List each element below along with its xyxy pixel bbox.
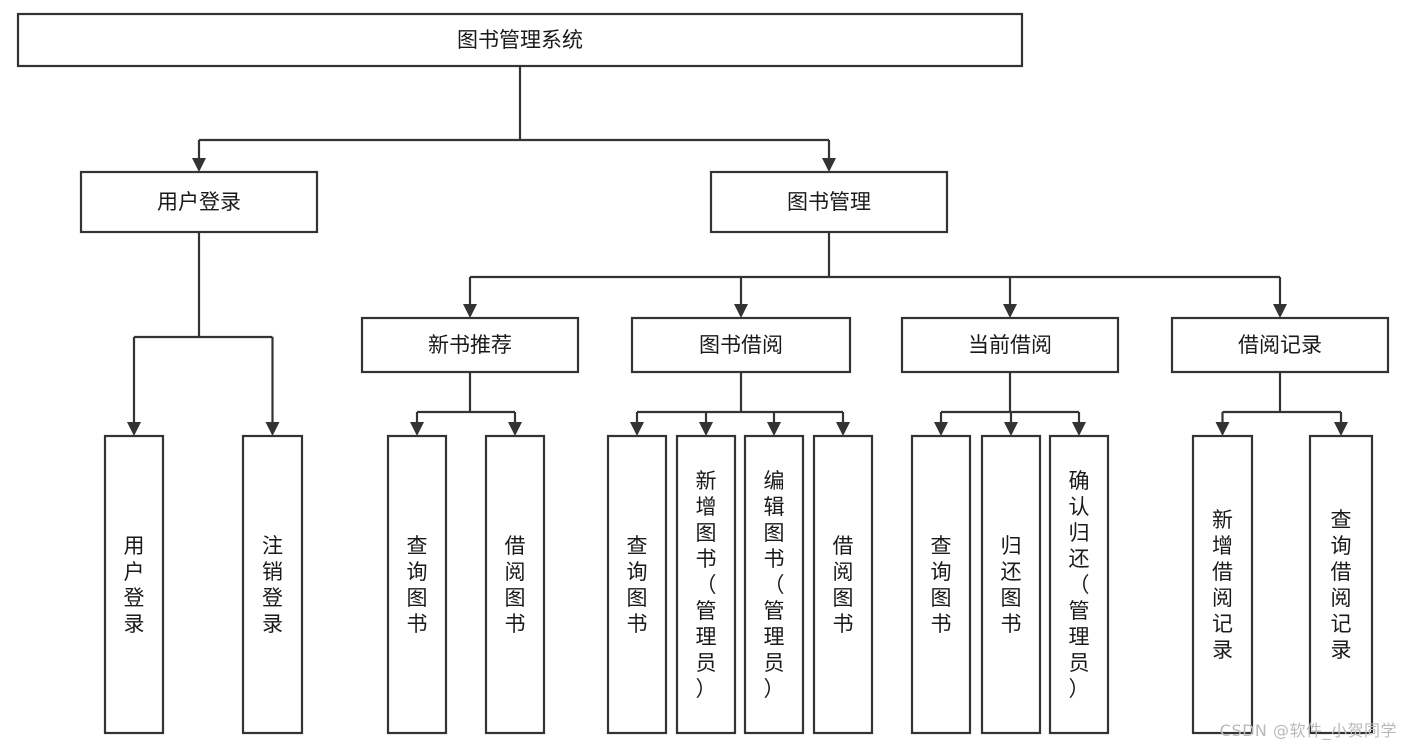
level2-label: 图书管理 — [787, 190, 871, 214]
leaf-node[interactable]: 注销登录 — [241, 434, 304, 735]
leaf-label: 归还图书 — [1001, 534, 1022, 636]
leaf-box[interactable] — [103, 434, 165, 735]
leaf-box[interactable] — [386, 434, 448, 735]
leaf-label: 编辑图书（管理员） — [764, 469, 785, 701]
leaf-box[interactable] — [1308, 434, 1374, 735]
arrow-head-icon — [1215, 422, 1230, 436]
nodes-layer: 图书管理系统用户登录图书管理新书推荐图书借阅当前借阅借阅记录用户登录注销登录查询… — [16, 12, 1390, 735]
leaf-node[interactable]: 查询图书 — [910, 434, 972, 735]
leaf-node[interactable]: 借阅图书 — [812, 434, 874, 735]
level2-box[interactable] — [709, 170, 949, 234]
leaf-node[interactable]: 查询图书 — [386, 434, 448, 735]
leaf-node[interactable]: 新增借阅记录 — [1191, 434, 1254, 735]
level3-label: 图书借阅 — [699, 333, 783, 357]
leaf-box[interactable] — [606, 434, 668, 735]
arrow-head-icon — [734, 304, 748, 318]
leaf-label: 用户登录 — [124, 534, 145, 636]
connectors-layer — [127, 66, 1348, 436]
leaf-label: 新增图书（管理员） — [696, 469, 717, 701]
leaf-node[interactable]: 查询图书 — [606, 434, 668, 735]
leaf-node[interactable]: 查询借阅记录 — [1308, 434, 1374, 735]
level3-node[interactable]: 图书借阅 — [630, 316, 852, 374]
level3-node[interactable]: 当前借阅 — [900, 316, 1120, 374]
arrow-head-icon — [127, 422, 141, 436]
leaf-label: 新增借阅记录 — [1212, 508, 1233, 662]
leaf-label: 注销登录 — [262, 534, 283, 636]
level2-node[interactable]: 用户登录 — [79, 170, 319, 234]
arrow-head-icon — [767, 422, 781, 436]
level3-box[interactable] — [360, 316, 580, 374]
arrow-head-icon — [1273, 304, 1287, 318]
level2-label: 用户登录 — [157, 190, 241, 214]
leaf-box[interactable] — [980, 434, 1042, 735]
leaf-node[interactable]: 编辑图书（管理员） — [743, 434, 805, 735]
leaf-node[interactable]: 用户登录 — [103, 434, 165, 735]
leaf-box[interactable] — [484, 434, 546, 735]
arrow-head-icon — [1334, 422, 1348, 436]
level3-label: 新书推荐 — [428, 333, 512, 357]
arrow-head-icon — [265, 422, 280, 436]
level3-box[interactable] — [900, 316, 1120, 374]
arrow-head-icon — [934, 422, 948, 436]
arrow-head-icon — [822, 158, 836, 172]
leaf-box[interactable] — [1191, 434, 1254, 735]
level3-box[interactable] — [1170, 316, 1390, 374]
leaf-label: 借阅图书 — [505, 534, 526, 636]
root-label: 图书管理系统 — [457, 28, 583, 52]
level3-node[interactable]: 借阅记录 — [1170, 316, 1390, 374]
leaf-box[interactable] — [910, 434, 972, 735]
leaf-box[interactable] — [1048, 434, 1110, 735]
watermark-text: CSDN @软件_小贺同学 — [1219, 721, 1397, 740]
root-node[interactable]: 图书管理系统 — [16, 12, 1024, 68]
leaf-label: 查询图书 — [627, 534, 648, 636]
leaf-box[interactable] — [675, 434, 737, 735]
leaf-label: 确认归还（管理员） — [1069, 469, 1090, 701]
level3-label: 当前借阅 — [968, 333, 1052, 357]
arrow-head-icon — [1072, 422, 1086, 436]
leaf-node[interactable]: 确认归还（管理员） — [1048, 434, 1110, 735]
arrow-head-icon — [410, 422, 424, 436]
level2-box[interactable] — [79, 170, 319, 234]
level3-node[interactable]: 新书推荐 — [360, 316, 580, 374]
leaf-label: 查询图书 — [931, 534, 952, 636]
root-box[interactable] — [16, 12, 1024, 68]
leaf-label: 查询图书 — [407, 534, 428, 636]
arrow-head-icon — [1004, 422, 1018, 436]
arrow-head-icon — [463, 304, 477, 318]
arrow-head-icon — [699, 422, 713, 436]
arrow-head-icon — [192, 158, 206, 172]
arrow-head-icon — [1003, 304, 1017, 318]
leaf-node[interactable]: 新增图书（管理员） — [675, 434, 737, 735]
arrow-head-icon — [836, 422, 850, 436]
level3-label: 借阅记录 — [1238, 333, 1322, 357]
leaf-box[interactable] — [241, 434, 304, 735]
level2-node[interactable]: 图书管理 — [709, 170, 949, 234]
leaf-node[interactable]: 借阅图书 — [484, 434, 546, 735]
leaf-label: 查询借阅记录 — [1331, 508, 1352, 662]
leaf-node[interactable]: 归还图书 — [980, 434, 1042, 735]
leaf-label: 借阅图书 — [833, 534, 854, 636]
level3-box[interactable] — [630, 316, 852, 374]
leaf-box[interactable] — [743, 434, 805, 735]
arrow-head-icon — [508, 422, 522, 436]
arrow-head-icon — [630, 422, 644, 436]
leaf-box[interactable] — [812, 434, 874, 735]
